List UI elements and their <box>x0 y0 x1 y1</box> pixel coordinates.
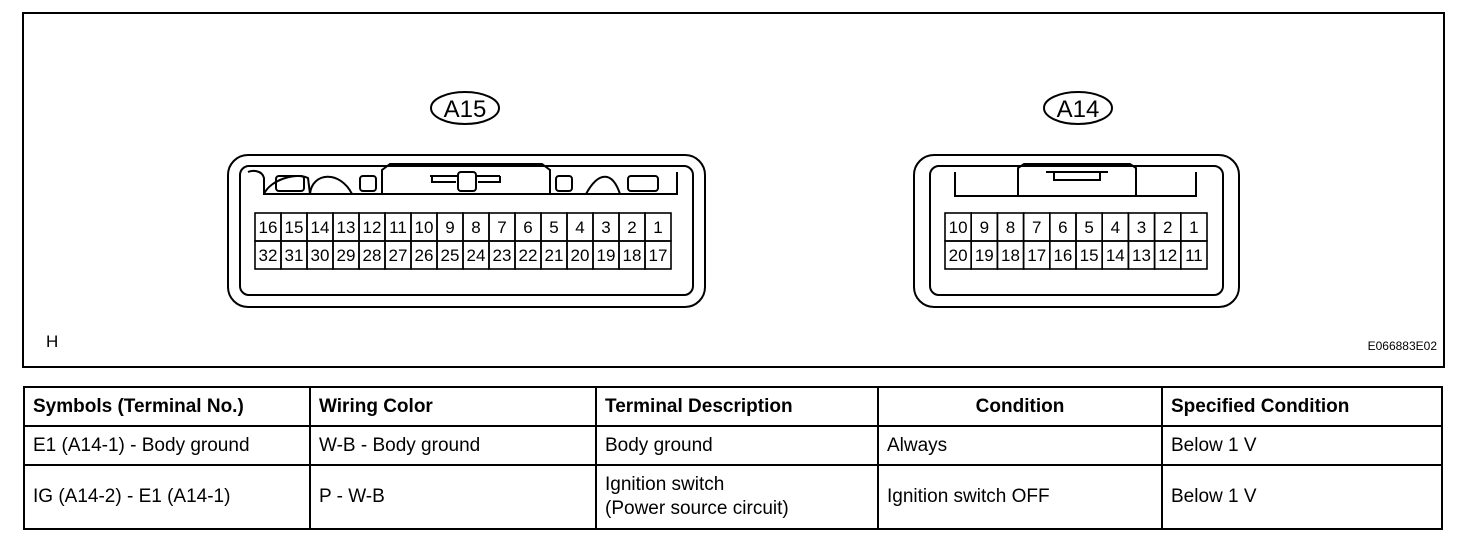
cell-condition: Always <box>877 425 1163 466</box>
cell-wiring-color: W-B - Body ground <box>309 425 597 466</box>
pin-number: 9 <box>980 218 989 237</box>
pin-number: 5 <box>549 218 558 237</box>
pin-number: 4 <box>575 218 584 237</box>
terminal-spec-table: Symbols (Terminal No.) Wiring Color Term… <box>23 386 1443 530</box>
pin-number: 5 <box>1084 218 1093 237</box>
pin-number: 17 <box>1027 246 1046 265</box>
figure-code: E066883E02 <box>1368 339 1438 353</box>
header-wiring-color: Wiring Color <box>309 386 597 427</box>
connector-a14-inner-shell <box>929 165 1224 296</box>
pin-number: 7 <box>497 218 506 237</box>
description-line-1: Ignition switch <box>605 474 725 495</box>
connector-a15-outer-shell <box>227 154 706 308</box>
pin-number: 21 <box>545 246 564 265</box>
pin-number: 16 <box>1053 246 1072 265</box>
corner-mark: H <box>46 332 58 351</box>
pin-number: 30 <box>311 246 330 265</box>
pin-number: 3 <box>601 218 610 237</box>
pin-number: 20 <box>571 246 590 265</box>
header-specified-condition: Specified Condition <box>1161 386 1443 427</box>
cell-condition: Ignition switch OFF <box>877 464 1163 530</box>
connector-a14-key-profile <box>954 163 1197 197</box>
pin-number: 10 <box>415 218 434 237</box>
cell-specified-condition: Below 1 V <box>1161 464 1443 530</box>
pin-number: 13 <box>1132 246 1151 265</box>
cell-wiring-color: P - W-B <box>309 464 597 530</box>
pin-number: 2 <box>627 218 636 237</box>
pin-number: 17 <box>649 246 668 265</box>
pin-number: 6 <box>523 218 532 237</box>
pin-number: 31 <box>285 246 304 265</box>
connector-a14-outer-shell <box>913 154 1240 308</box>
pin-number: 27 <box>389 246 408 265</box>
pin-number: 1 <box>653 218 662 237</box>
connector-a14-label: A14 <box>1057 96 1100 123</box>
pin-number: 2 <box>1163 218 1172 237</box>
pin-number: 1 <box>1189 218 1198 237</box>
connector-a15-inner-shell <box>239 165 694 296</box>
table-header-row: Symbols (Terminal No.) Wiring Color Term… <box>23 386 1443 427</box>
connector-a15-key-profile <box>247 163 678 195</box>
pin-number: 22 <box>519 246 538 265</box>
pin-number: 9 <box>445 218 454 237</box>
header-symbols: Symbols (Terminal No.) <box>23 386 311 427</box>
connector-a14-label-oval <box>1043 91 1113 125</box>
pin-number: 20 <box>949 246 968 265</box>
connector-a15-label: A15 <box>444 96 487 123</box>
pin-cell <box>644 240 672 270</box>
pin-number: 12 <box>363 218 382 237</box>
pin-number: 4 <box>1111 218 1120 237</box>
pin-number: 14 <box>311 218 330 237</box>
pin-number: 13 <box>337 218 356 237</box>
cell-terminal-description: Ignition switch (Power source circuit) <box>595 464 879 530</box>
pin-number: 15 <box>1080 246 1099 265</box>
pin-number: 16 <box>259 218 278 237</box>
connector-a15-key-slot <box>275 175 305 192</box>
pin-number: 8 <box>471 218 480 237</box>
pin-number: 11 <box>1185 246 1203 265</box>
connector-a15-key-center <box>430 175 501 183</box>
cell-terminal-description: Body ground <box>595 425 879 466</box>
header-terminal-description: Terminal Description <box>595 386 879 427</box>
pin-number: 3 <box>1137 218 1146 237</box>
table-row: IG (A14-2) - E1 (A14-1) P - W-B Ignition… <box>23 464 1443 530</box>
cell-symbols: E1 (A14-1) - Body ground <box>23 425 311 466</box>
header-condition: Condition <box>877 386 1163 427</box>
pin-number: 10 <box>949 218 968 237</box>
description-line-2: (Power source circuit) <box>605 498 789 519</box>
pin-number: 18 <box>623 246 642 265</box>
pin-number: 18 <box>1001 246 1020 265</box>
pin-number: 14 <box>1106 246 1125 265</box>
connector-a15-label-oval <box>430 91 500 125</box>
pin-number: 11 <box>389 218 407 237</box>
connector-a15-key-slot <box>555 175 573 192</box>
table-row: E1 (A14-1) - Body ground W-B - Body grou… <box>23 425 1443 466</box>
pin-number: 19 <box>975 246 994 265</box>
pin-number: 15 <box>285 218 304 237</box>
pin-number: 25 <box>441 246 460 265</box>
pin-number: 29 <box>337 246 356 265</box>
pin-number: 8 <box>1006 218 1015 237</box>
pin-number: 28 <box>363 246 382 265</box>
cell-symbols: IG (A14-2) - E1 (A14-1) <box>23 464 311 530</box>
pin-number: 26 <box>415 246 434 265</box>
pin-number: 12 <box>1158 246 1177 265</box>
pin-number: 32 <box>259 246 278 265</box>
pin-number: 23 <box>493 246 512 265</box>
cell-specified-condition: Below 1 V <box>1161 425 1443 466</box>
pin-number: 6 <box>1058 218 1067 237</box>
pin-cell <box>1180 240 1208 270</box>
pin-number: 7 <box>1032 218 1041 237</box>
connector-a15-key-slot <box>627 175 659 192</box>
pin-number: 24 <box>467 246 486 265</box>
connector-a15-key-slot <box>359 175 377 192</box>
figure-frame <box>22 12 1445 368</box>
connector-a15-key-slot <box>457 171 477 192</box>
pin-number: 19 <box>597 246 616 265</box>
